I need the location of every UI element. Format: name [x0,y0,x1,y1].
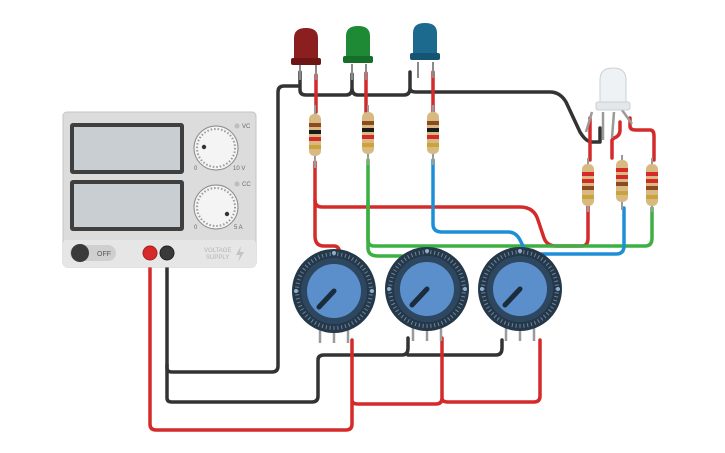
power-supply[interactable]: VC CC 0 10 V 0 5 A OFF VOLTAGE SUPPLY [62,111,257,268]
resistor-rgb-blue[interactable] [646,158,658,212]
wires [148,70,656,432]
potentiometer-1[interactable] [292,249,376,343]
brand-line-1: VOLTAGE [204,248,231,254]
vc-indicator-lamp [234,123,240,129]
cc-label: CC [242,182,251,188]
black-wire-pots-ground[interactable] [165,336,504,404]
potentiometer-1-pointer [316,288,337,310]
resistor-green-led[interactable] [362,105,374,165]
blue-wire-to-pot3-and-rgb[interactable] [431,158,626,256]
green-wire-stub[interactable] [366,198,404,258]
vc-label: VC [242,124,251,130]
voltage-min-label: 0 [194,166,198,172]
power-switch[interactable]: OFF [70,244,116,262]
resistor-rgb-red[interactable] [582,158,594,212]
negative-terminal[interactable] [159,245,175,261]
resistor-blue-led[interactable] [427,105,439,165]
current-knob[interactable] [193,184,239,230]
rgb-led[interactable] [584,67,634,140]
potentiometer-3-pointer [502,286,523,308]
red-wire-resistor-to-pot1[interactable] [313,160,342,258]
voltage-max-label: 10 V [233,166,245,172]
red-wire-rgb-leg-2[interactable] [610,120,622,160]
power-switch-label: OFF [97,251,111,258]
positive-terminal[interactable] [142,245,158,261]
current-max-label: 5 A [234,225,243,231]
potentiometer-2[interactable] [385,247,469,341]
lightning-icon [236,246,244,262]
current-display [70,180,184,231]
potentiometers [292,247,562,343]
current-min-label: 0 [194,225,198,231]
resistor-red-led[interactable] [309,105,321,168]
blue-led[interactable] [410,23,440,78]
black-wire-led-common[interactable] [298,70,602,144]
red-led[interactable] [291,28,321,80]
red-wire-pot1-to-rgb[interactable] [313,198,590,248]
cc-indicator-lamp [234,181,240,187]
red-wire-rgb-leg-3[interactable] [628,116,656,162]
potentiometer-2-pointer [409,286,430,308]
brand-line-2: SUPPLY [206,255,229,261]
resistor-rgb-green[interactable] [616,155,628,210]
potentiometer-3[interactable] [478,247,562,341]
red-wire-supply-to-pots[interactable] [148,251,542,432]
voltage-knob[interactable] [193,125,239,171]
voltage-display [70,123,184,174]
green-led[interactable] [343,26,373,80]
